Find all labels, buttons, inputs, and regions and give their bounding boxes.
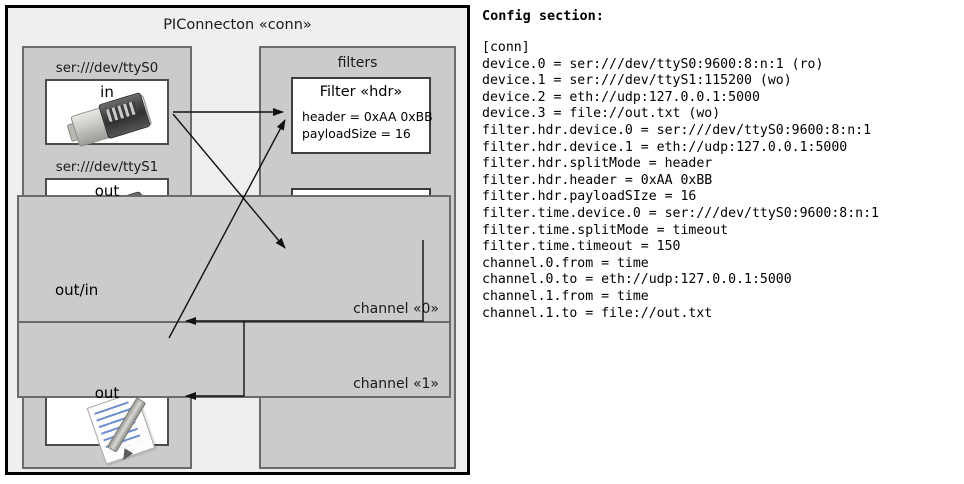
- device-direction-ttys1: out: [94, 182, 120, 200]
- device-direction-ttys0: in: [100, 83, 114, 101]
- filter-props-hdr: header = 0xAA 0xBB payloadSize = 16: [302, 109, 433, 142]
- diagram-title: PIConnecton «conn»: [163, 17, 312, 33]
- connector-diagram: PIConnecton «conn» ser:///dev/ttyS0 in s…: [5, 5, 470, 475]
- channel-label-1: channel «1»: [353, 376, 439, 392]
- config-section: Config section: [conn] device.0 = ser://…: [482, 8, 960, 322]
- filter-prop: payloadSize = 16: [302, 125, 411, 141]
- device-group-ttys0: ser:///dev/ttyS0 in: [24, 60, 190, 148]
- device-label-ttys0: ser:///dev/ttyS0: [55, 61, 159, 76]
- channel-panel-0: channel «0»: [17, 195, 451, 323]
- config-text: [conn] device.0 = ser:///dev/ttyS0:9600:…: [482, 40, 879, 321]
- filter-box-hdr[interactable]: Filter «hdr» header = 0xAA 0xBB payloadS…: [291, 77, 433, 154]
- device-direction-eth: out/in: [55, 281, 99, 299]
- device-box-ttys0[interactable]: in: [45, 79, 169, 148]
- filter-prop: header = 0xAA 0xBB: [302, 109, 433, 124]
- channel-label-0: channel «0»: [353, 301, 439, 317]
- device-label-ttys1: ser:///dev/ttyS1: [55, 160, 159, 175]
- device-group-file: file://out.txt out: [24, 361, 190, 465]
- filters-panel-title: filters: [337, 55, 378, 71]
- filter-title-hdr: Filter «hdr»: [319, 84, 403, 100]
- device-direction-file: out: [94, 384, 120, 402]
- device-box-file[interactable]: out: [45, 380, 169, 465]
- config-heading: Config section:: [482, 8, 604, 24]
